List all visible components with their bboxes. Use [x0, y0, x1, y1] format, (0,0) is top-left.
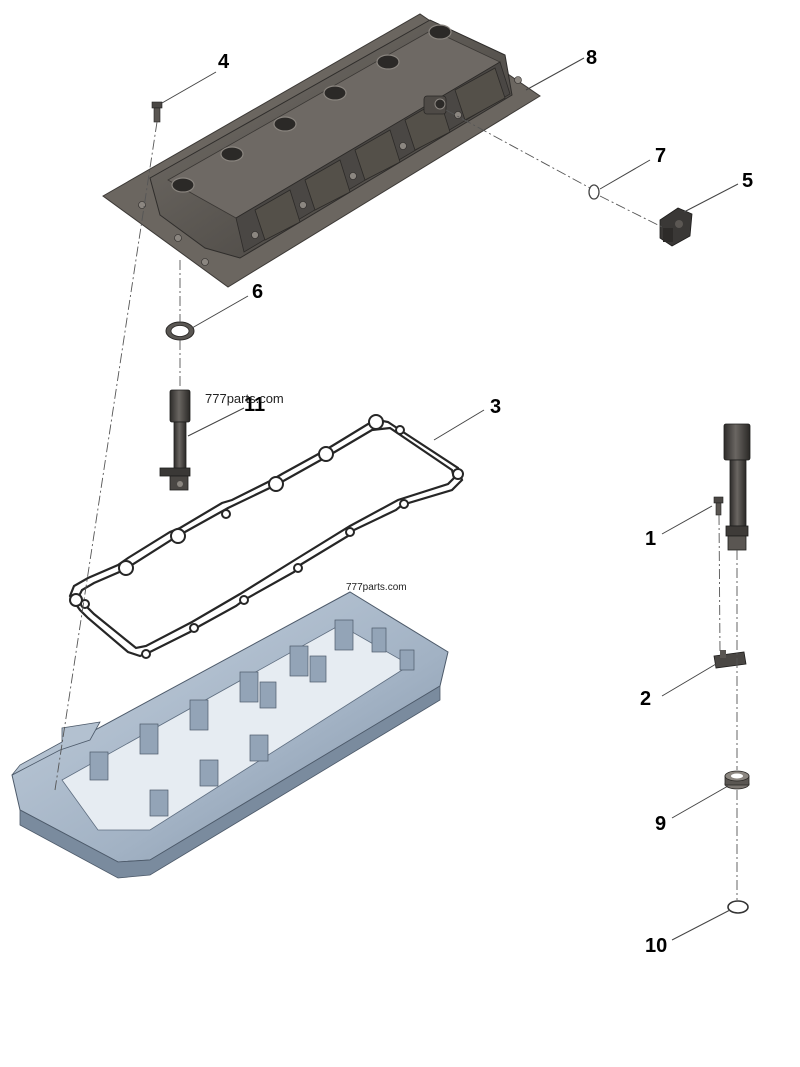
callout-1: 1 [645, 528, 657, 550]
callout-11: 11 [244, 394, 266, 416]
assembly-lines [54, 109, 738, 900]
base-frame-bosses [89, 619, 415, 817]
bolt-part-4 [151, 101, 163, 123]
valve-cover-bolts [138, 76, 522, 266]
base-frame-end-plate [11, 721, 101, 776]
base-frame-side [19, 685, 441, 879]
gasket-bolt-holes [69, 414, 464, 659]
sensor-part-5 [659, 207, 693, 247]
tube-part-11 [159, 389, 191, 491]
watermark-top: 777parts.com [205, 391, 284, 406]
callout-6: 6 [252, 281, 264, 303]
watermark-middle: 777parts.com [346, 582, 407, 593]
callout-7: 7 [655, 145, 667, 167]
bolt-part-1 [713, 496, 724, 516]
o-ring-part-10 [727, 900, 749, 914]
callout-2: 2 [640, 688, 652, 710]
valve-cover-part-8 [102, 13, 541, 288]
callout-5: 5 [742, 170, 754, 192]
seal-part-9 [724, 770, 750, 790]
o-ring-part-7 [588, 184, 600, 200]
callout-10: 10 [645, 935, 668, 957]
seal-ring-part-6 [165, 321, 195, 341]
spark-plug-wells [171, 24, 452, 193]
gasket-part-3 [68, 414, 464, 659]
callout-3: 3 [490, 396, 502, 418]
callout-9: 9 [655, 813, 667, 835]
callout-4: 4 [218, 51, 230, 73]
leader-lines [161, 57, 739, 941]
clamp-part-2 [713, 650, 747, 669]
callout-8: 8 [586, 47, 598, 69]
sensor-port-boss [423, 95, 447, 115]
base-frame [11, 591, 449, 879]
long-tube-assembly [723, 423, 751, 551]
